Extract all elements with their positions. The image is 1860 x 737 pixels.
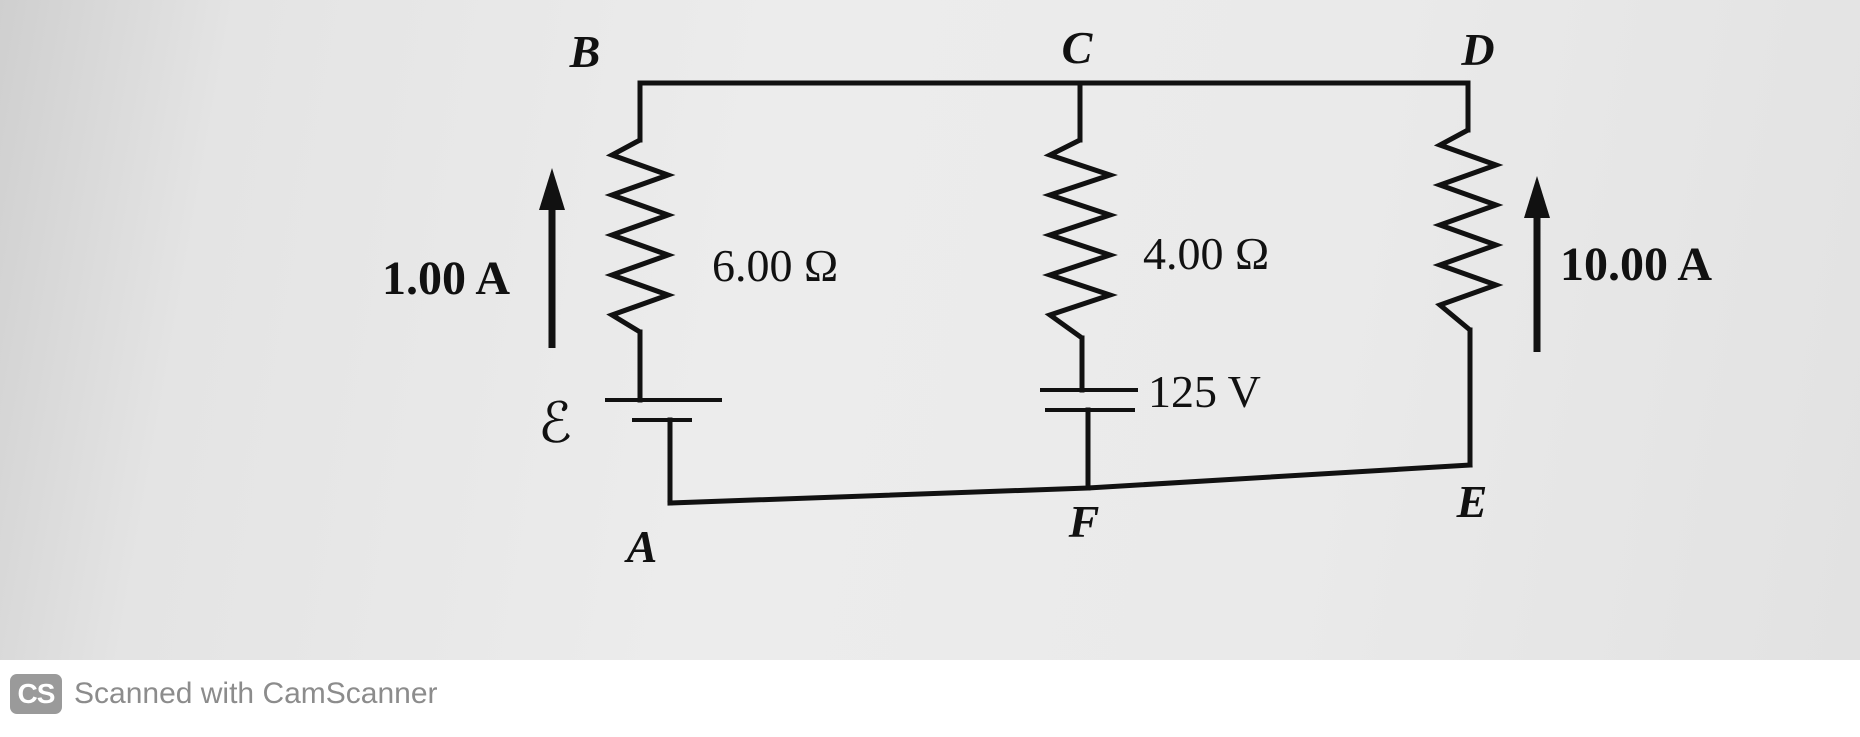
camscanner-text: Scanned with CamScanner xyxy=(74,677,438,710)
middle-battery-value: 125 V xyxy=(1148,366,1261,417)
left-current-label: 1.00 A xyxy=(382,252,510,305)
middle-resistor-value: 4.00 Ω xyxy=(1143,228,1269,279)
middle-resistor xyxy=(1042,137,1118,341)
right-current-arrow xyxy=(1524,176,1550,352)
scanned-page: B C D A F E 6.00 Ω 4.00 Ω 125 V ℰ 1.00 A… xyxy=(0,0,1860,660)
node-label-d: D xyxy=(1460,24,1494,75)
node-label-c: C xyxy=(1062,22,1094,73)
circuit-diagram: B C D A F E 6.00 Ω 4.00 Ω 125 V ℰ 1.00 A… xyxy=(382,22,1712,572)
node-label-e: E xyxy=(1456,476,1488,527)
left-resistor xyxy=(604,137,676,335)
left-resistor-value: 6.00 Ω xyxy=(712,240,838,291)
node-label-f: F xyxy=(1068,496,1100,547)
right-resistor xyxy=(1432,127,1504,332)
camscanner-logo: CS xyxy=(10,674,62,714)
node-label-a: A xyxy=(624,521,658,572)
left-current-arrow xyxy=(539,168,565,348)
left-battery-emf-symbol: ℰ xyxy=(538,393,572,455)
camscanner-watermark: CS Scanned with CamScanner xyxy=(10,672,438,716)
right-current-label: 10.00 A xyxy=(1560,238,1712,291)
node-label-b: B xyxy=(569,26,601,77)
